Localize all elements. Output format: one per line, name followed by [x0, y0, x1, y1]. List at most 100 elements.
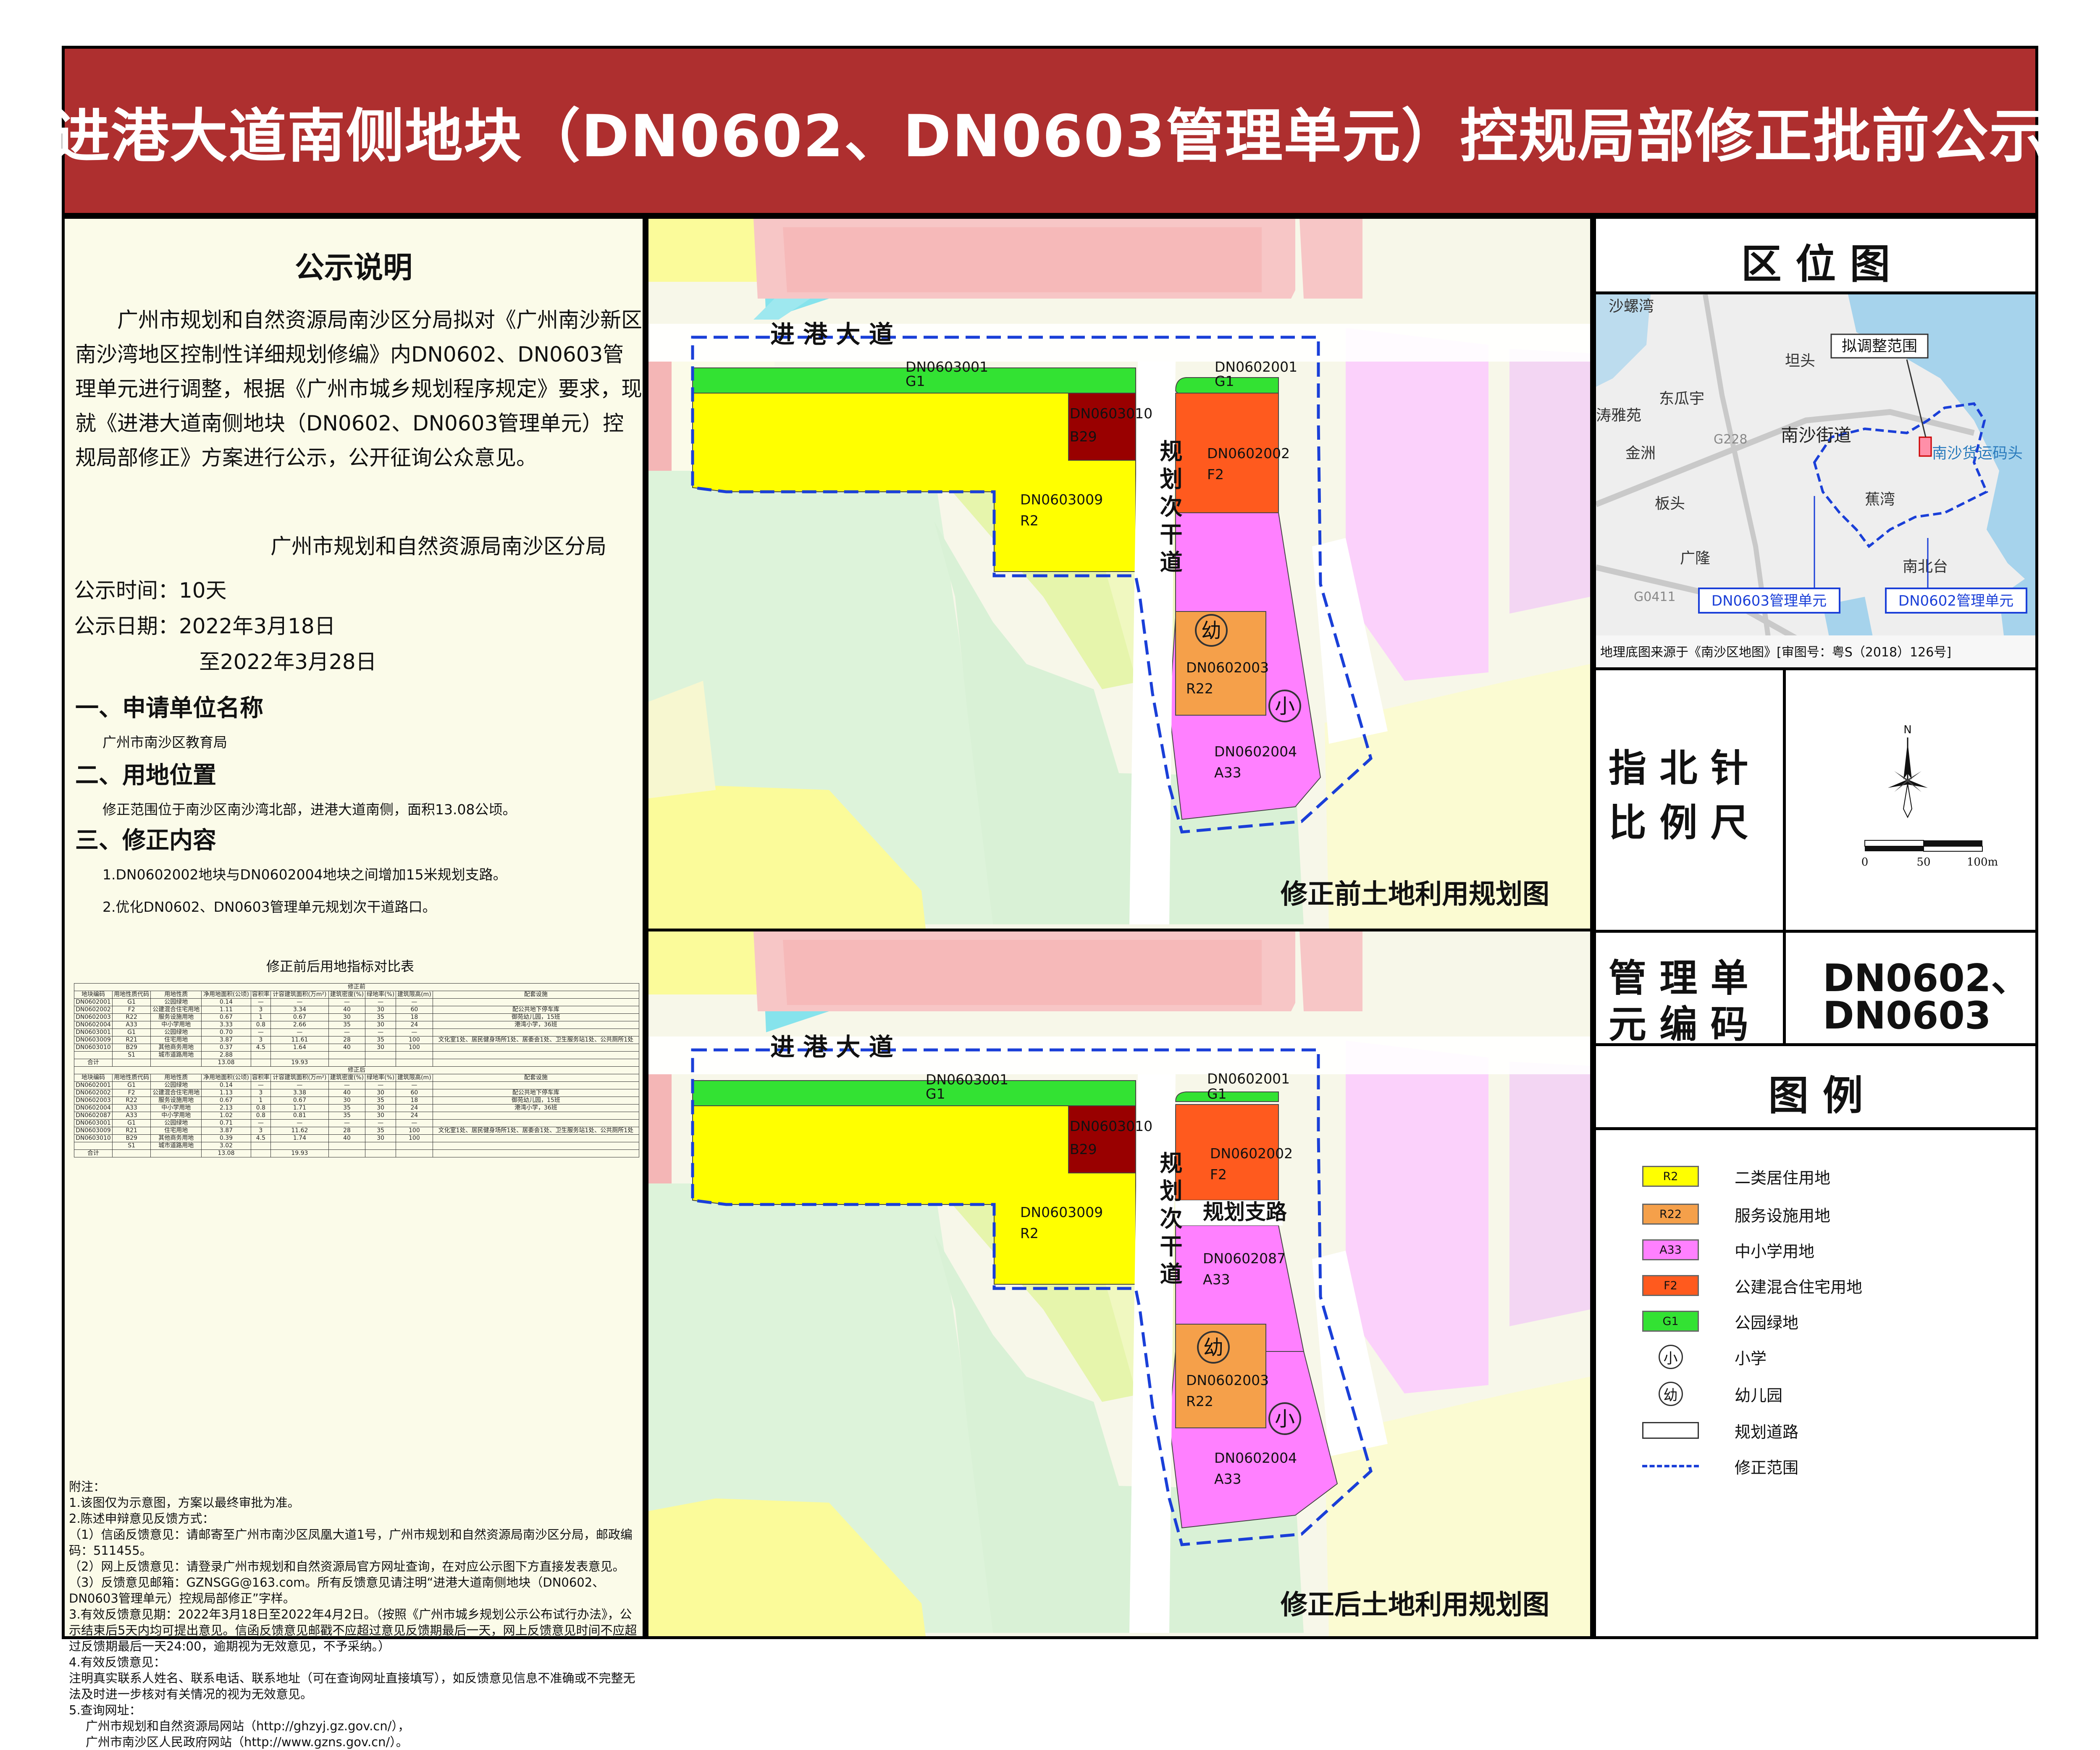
note-line: 5.查询网址： [69, 1703, 142, 1717]
table-cell: — [250, 1028, 271, 1036]
legend-label: 公园绿地 [1735, 1313, 1799, 1332]
table-cell: DN0602002 [74, 1006, 113, 1014]
place-dongguayu: 东瓜宇 [1659, 390, 1704, 407]
table-cell [432, 1028, 640, 1036]
table-cell: 用地性质 [150, 1074, 202, 1082]
table-cell: 24 [395, 1021, 433, 1029]
road-swatch [1642, 1422, 1699, 1439]
school-icon: 小 [1642, 1345, 1699, 1369]
legend-heading: 图 例 [1768, 1072, 1863, 1119]
table-header-row: 地块编码用地性质代码用地性质净用地面积(公顷)容积率计容建筑面积(万m²)建筑密… [74, 1074, 640, 1082]
table-cell: 1.11 [201, 1006, 251, 1014]
title-bar: 进港大道南侧地块（DN0602、DN0603管理单元）控规局部修正批前公示 [52, 46, 2047, 216]
before-road-secondary-label: 规划次干道 [1156, 439, 1182, 578]
note-line: 3.有效反馈意见期：2022年3月18日至2022年4月2日。（按照《广州市城乡… [69, 1607, 637, 1653]
table-cell: 御苑幼儿园，15班 [432, 1097, 640, 1105]
table-cell: — [395, 1028, 433, 1036]
table-cell: 建筑限高(m) [395, 1074, 433, 1082]
table-title: 修正前后用地指标对比表 [266, 958, 415, 974]
legend-item: A33 中小学用地 [1642, 1237, 1814, 1262]
table-cell: DN0602087 [74, 1112, 113, 1120]
table-cell [250, 1142, 271, 1150]
before-school-symbol: 小 [1275, 695, 1295, 718]
table-cell [328, 1059, 366, 1067]
tag-dn0602: DN0602管理单元 [1898, 593, 2013, 609]
table-cell: 3.34 [270, 1006, 329, 1014]
table-cell: — [328, 1119, 366, 1127]
table-cell: — [365, 1119, 396, 1127]
scale-bar: 0 50 100m [1861, 840, 1998, 868]
table-section-after: 修正后 [74, 1066, 639, 1074]
table-cell [365, 1051, 396, 1059]
table-cell: 建筑限高(m) [395, 991, 433, 999]
table-cell [432, 1142, 640, 1150]
table-cell: 城市道路用地 [150, 1051, 202, 1059]
after-code-0603010: B29 [1070, 1141, 1097, 1157]
after-code-0602004: A33 [1214, 1471, 1242, 1487]
table-cell: 30 [365, 1006, 396, 1014]
legend-label: 规划道路 [1735, 1422, 1799, 1441]
table-cell: 公园绿地 [150, 1081, 202, 1089]
table-cell: 0.67 [270, 1013, 329, 1021]
table-cell: 3.33 [201, 1021, 251, 1029]
note-line: 广州市规划和自然资源局网站（http://ghzyj.gz.gov.cn/）， [86, 1719, 410, 1733]
table-cell: 公建混合住宅用地 [150, 1006, 202, 1014]
legend-swatch-A33: A33 [1642, 1239, 1699, 1260]
table-cell: 35 [365, 1013, 396, 1021]
land-use-maps: 进 港 大 道 DN0603001 G1 DN0603010 B29 DN060… [648, 219, 1590, 1636]
table-cell [432, 1044, 640, 1052]
table-cell: R22 [112, 1013, 151, 1021]
road-g0411: G0411 [1634, 590, 1676, 604]
table-cell: 配公共地下停车库 [432, 1089, 640, 1097]
notes-block: 附注：1.该图仅为示意图，方案以最终审批为准。2.陈述申辩意见反馈方式：（1）信… [69, 1479, 638, 1750]
note-line: （1）信函反馈意见：请邮寄至广州市南沙区凤凰大道1号，广州市规划和自然资源局南沙… [69, 1527, 633, 1558]
table-cell [432, 1059, 640, 1067]
table-cell: 0.14 [201, 1081, 251, 1089]
table-cell: B29 [112, 1134, 151, 1142]
notice-date-from: 公示日期：2022年3月18日 [74, 614, 336, 638]
section-revision-title: 三、修正内容 [75, 827, 216, 854]
notice-panel: 公示说明 广州市规划和自然资源局南沙区分局拟对《广州南沙新区南沙湾地区控制性详细… [62, 216, 646, 1749]
table-cell: 0.8 [250, 1021, 271, 1029]
table-cell: 文化室1处、居民健身场所1处、居委会1处、卫生服务站1处、公共厕所1处 [432, 1127, 640, 1135]
notice-date-to: 至2022年3月28日 [199, 650, 377, 674]
table-cell: DN0603010 [74, 1134, 113, 1142]
table-cell [150, 1149, 202, 1157]
table-cell: 35 [365, 1127, 396, 1135]
before-code-0603009: R2 [1020, 512, 1039, 529]
table-cell: 服务设施用地 [150, 1013, 202, 1021]
scale-tick-0: 0 [1861, 856, 1869, 868]
table-cell: 40 [328, 1044, 366, 1052]
before-label-0603009: DN0603009 [1020, 491, 1103, 508]
table-cell: DN0602003 [74, 1013, 113, 1021]
legend-label: 中小学用地 [1735, 1242, 1815, 1261]
table-cell: DN0602001 [74, 998, 113, 1006]
table-cell: 中小学用地 [150, 1112, 202, 1120]
place-guanglong: 广隆 [1680, 550, 1710, 567]
table-cell: 24 [395, 1112, 433, 1120]
after-road-secondary-label: 规划次干道 [1156, 1151, 1182, 1290]
legend-item: 修正范围 [1642, 1454, 1798, 1479]
legend-swatch-G1: G1 [1642, 1311, 1699, 1332]
table-cell [432, 1149, 640, 1157]
table-cell: 4.5 [250, 1044, 271, 1052]
table-cell: — [395, 1081, 433, 1089]
table-cell: — [270, 1028, 329, 1036]
after-code-0602001: G1 [1207, 1086, 1227, 1102]
table-cell: 中小学用地 [150, 1021, 202, 1029]
table-cell: DN0602004 [74, 1104, 113, 1112]
location-map-svg: 拟调整范围 沙螺湾 坦头 东瓜宇 涛雅苑 金洲 南沙街道 板头 广隆 南沙货运码… [1596, 294, 2035, 667]
place-nanbeitai: 南北台 [1903, 558, 1948, 575]
table-cell [112, 1059, 151, 1067]
notice-body: 广州市规划和自然资源局南沙区分局拟对《广州南沙新区南沙湾地区控制性详细规划修编》… [75, 308, 642, 470]
table-cell: 40 [328, 1006, 366, 1014]
table-cell [432, 1081, 640, 1089]
table-cell: DN0603009 [74, 1036, 113, 1044]
table-cell: 30 [328, 1097, 366, 1105]
note-line: 附注： [69, 1480, 106, 1494]
table-cell: 30 [365, 1134, 396, 1142]
table-cell [250, 1059, 271, 1067]
place-tantou: 坦头 [1785, 352, 1815, 370]
